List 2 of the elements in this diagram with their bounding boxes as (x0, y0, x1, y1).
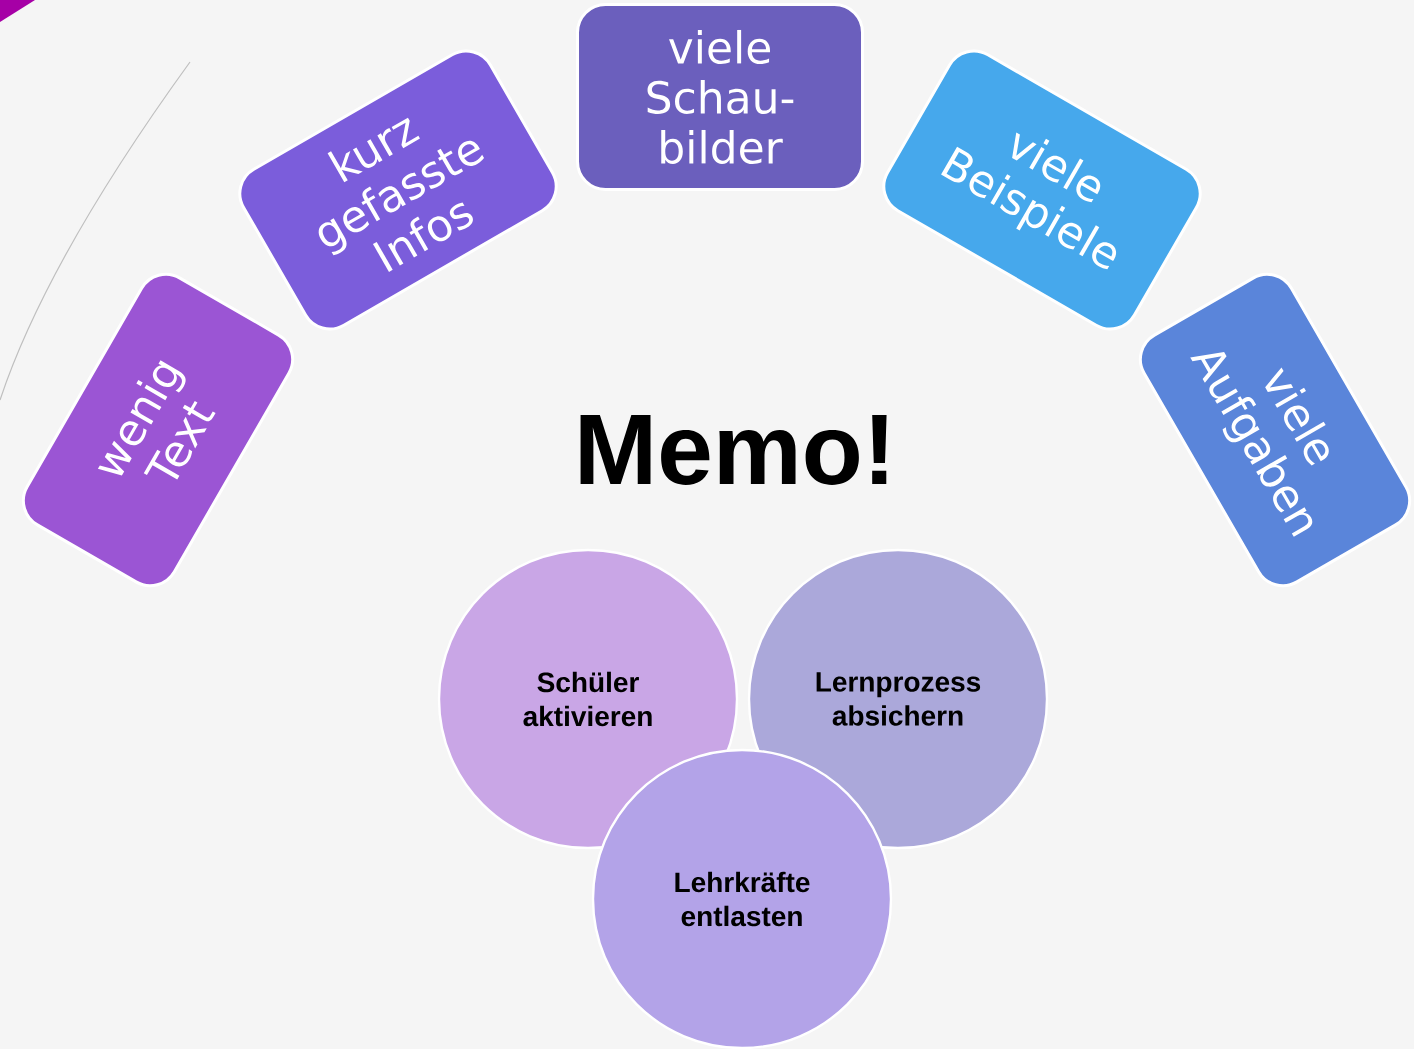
tilted-box: viele Schau- bilder (576, 3, 864, 191)
heading: Memo! (580, 415, 887, 485)
